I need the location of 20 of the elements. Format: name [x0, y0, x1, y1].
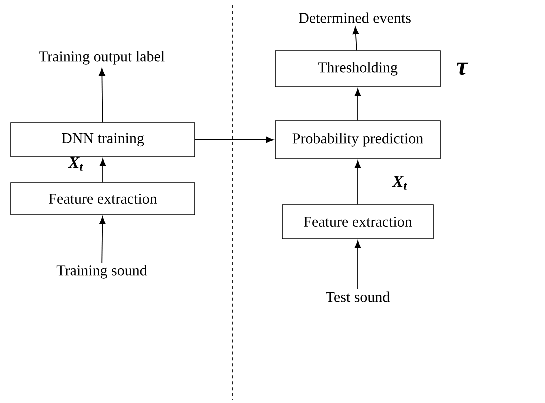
- arrow: [99, 68, 106, 124]
- process-box: DNN training: [10, 122, 196, 158]
- text-label: Training sound: [56, 265, 148, 279]
- edge-label: X$_{t}$: [68, 157, 84, 171]
- process-box: Feature extraction: [10, 182, 196, 216]
- symbol-label: τ: [456, 62, 469, 76]
- process-box: Probability prediction: [275, 120, 441, 160]
- text-label: Determined events: [299, 12, 411, 24]
- arrow: [194, 136, 274, 144]
- process-box: Thresholding: [275, 50, 441, 88]
- process-box: Feature extraction: [282, 204, 434, 240]
- arrow: [100, 158, 106, 184]
- text-label: Training output label: [39, 51, 165, 65]
- arrow: [354, 240, 362, 290]
- arrow: [100, 216, 106, 264]
- edge-label: X$_{t}$: [392, 176, 408, 190]
- text-label: Test sound: [326, 292, 390, 302]
- arrow: [354, 88, 362, 122]
- arrow: [354, 160, 362, 206]
- arrow: [352, 26, 360, 52]
